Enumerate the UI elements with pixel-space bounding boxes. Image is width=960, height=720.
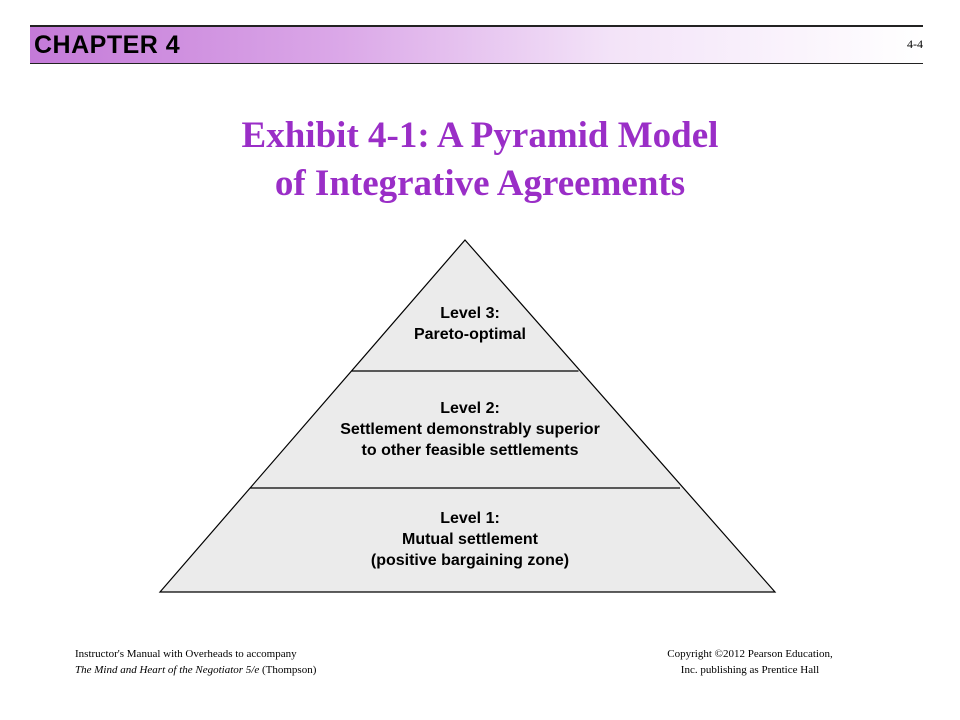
- level-2-description-line-2: to other feasible settlements: [361, 442, 579, 459]
- pyramid-shape: [158, 239, 777, 593]
- level-1-description-line-2: (positive bargaining zone): [370, 552, 570, 569]
- pyramid-level-1: Level 1: Mutual settlement (positive bar…: [240, 508, 700, 571]
- book-author: (Thompson): [259, 664, 317, 676]
- footer-source: Instructor's Manual with Overheads to ac…: [75, 646, 316, 678]
- level-2-description-line-1: Settlement demonstrably superior: [340, 421, 600, 438]
- pyramid-level-3: Level 3: Pareto-optimal: [240, 303, 700, 345]
- chapter-label: CHAPTER 4: [34, 31, 181, 59]
- slide-title: Exhibit 4-1: A Pyramid Model of Integrat…: [0, 112, 960, 208]
- pyramid-level-2: Level 2: Settlement demonstrably superio…: [240, 398, 700, 461]
- chapter-header-bar: [30, 25, 923, 64]
- title-line-2: of Integrative Agreements: [274, 163, 686, 204]
- level-3-heading: Level 3:: [440, 305, 500, 322]
- page-number: 4-4: [907, 37, 923, 51]
- copyright-line-1: Copyright ©2012 Pearson Education,: [667, 648, 833, 660]
- level-3-description: Pareto-optimal: [413, 326, 526, 343]
- footer-source-line-1: Instructor's Manual with Overheads to ac…: [75, 648, 297, 660]
- copyright-line-2: Inc. publishing as Prentice Hall: [680, 664, 820, 676]
- level-2-heading: Level 2:: [440, 400, 500, 417]
- footer-copyright: Copyright ©2012 Pearson Education, Inc. …: [600, 646, 900, 678]
- title-line-1: Exhibit 4-1: A Pyramid Model: [241, 115, 719, 156]
- level-1-description-line-1: Mutual settlement: [401, 531, 538, 548]
- footer-source-line-2: The Mind and Heart of the Negotiator 5/e…: [75, 662, 316, 678]
- book-title: The Mind and Heart of the Negotiator 5/e: [75, 664, 260, 676]
- level-1-heading: Level 1:: [440, 510, 500, 527]
